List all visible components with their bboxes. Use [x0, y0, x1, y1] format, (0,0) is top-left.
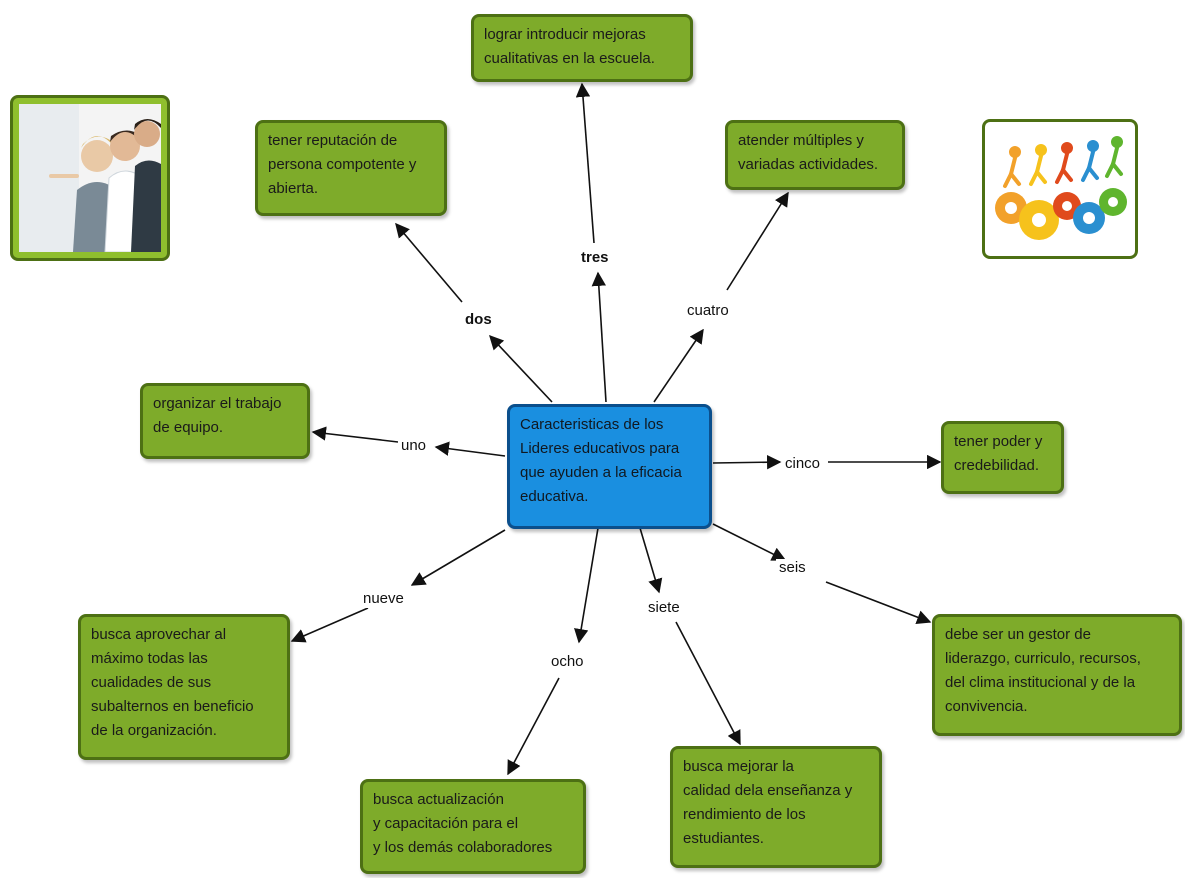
gear-icon: [995, 188, 1127, 240]
gears-people-icon: [982, 119, 1138, 259]
edge-siete-b: [675, 621, 741, 746]
node-uno: organizar el trabajo de equipo.: [140, 383, 310, 459]
edge-tres-b: [575, 82, 595, 244]
node-cuatro: atender múltiples y variadas actividades…: [725, 120, 905, 190]
central-concept: Caracteristicas de los Lideres educativo…: [507, 404, 712, 529]
label-ocho: ocho: [548, 653, 587, 671]
node-nueve: busca aprovechar al máximo todas las cua…: [78, 614, 290, 760]
edge-dos-b: [395, 222, 463, 303]
edge-ocho-a: [574, 527, 599, 644]
edge-nueve-b: [290, 607, 369, 643]
edge-cuatro-a: [653, 328, 704, 403]
node-tres: lograr introducir mejoras cualitativas e…: [471, 14, 693, 82]
edge-seis-b: [825, 581, 932, 625]
edge-dos-a: [489, 334, 553, 403]
node-cinco: tener poder y credebilidad.: [941, 421, 1064, 494]
node-dos: tener reputación de persona compotente y…: [255, 120, 447, 216]
label-dos: dos: [462, 311, 495, 329]
edge-nueve-a: [410, 529, 506, 586]
business-team-photo: [10, 95, 170, 261]
label-tres: tres: [578, 249, 612, 267]
label-nueve: nueve: [360, 590, 407, 608]
edge-uno-b: [311, 426, 399, 443]
label-uno: uno: [398, 437, 430, 455]
label-cinco: cinco: [782, 455, 824, 473]
gears-illustration: [995, 136, 1127, 240]
edge-cuatro-b: [726, 191, 789, 291]
node-siete: busca mejorar la calidad dela enseñanza …: [670, 746, 882, 868]
node-ocho: busca actualización y capacitación para …: [360, 779, 586, 874]
node-seis: debe ser un gestor de liderazgo, curricu…: [932, 614, 1182, 736]
business-team-illustration: [19, 104, 161, 253]
edge-ocho-b: [507, 677, 560, 776]
edge-seis-a: [712, 523, 787, 561]
label-seis: seis: [776, 559, 809, 577]
edge-siete-a: [639, 527, 663, 594]
runner-icons: [1003, 136, 1123, 188]
edge-cinco-a: [712, 454, 782, 470]
label-cuatro: cuatro: [684, 302, 732, 320]
label-siete: siete: [645, 599, 683, 617]
edge-uno-a: [434, 441, 506, 457]
edge-tres-a: [591, 271, 607, 403]
